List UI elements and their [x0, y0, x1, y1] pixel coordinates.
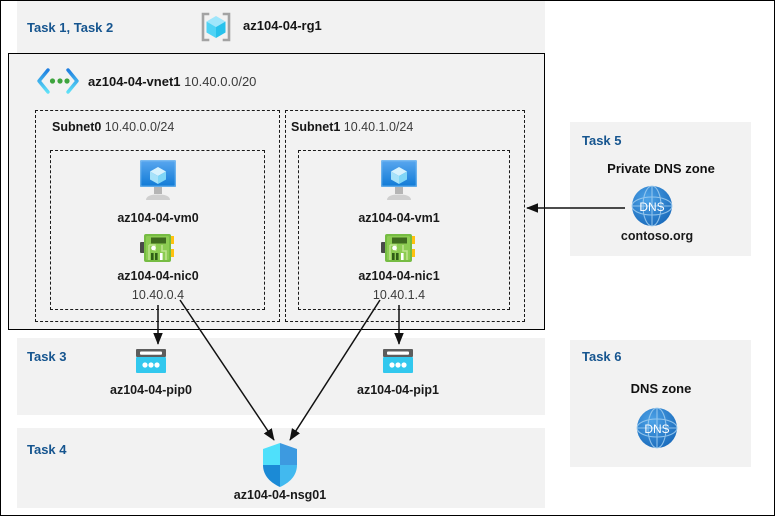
subnet1-title: Subnet1 10.40.1.0/24	[291, 120, 413, 134]
network-interface-icon	[379, 231, 419, 267]
subnet1-vm-container	[298, 150, 510, 310]
dns-zone-heading: DNS zone	[630, 381, 692, 396]
nic1-ip: 10.40.1.4	[372, 288, 426, 302]
virtual-network-panel	[8, 53, 545, 330]
public-ip-panel	[17, 338, 545, 415]
nic0-label: az104-04-nic0	[117, 269, 199, 283]
vnet-title: az104-04-vnet1 10.40.0.0/20	[88, 74, 256, 89]
pip0-label: az104-04-pip0	[110, 383, 192, 397]
nic1-label: az104-04-nic1	[358, 269, 440, 283]
private-dns-heading: Private DNS zone	[607, 161, 715, 176]
task-label-public-ip: Task 3	[27, 349, 67, 364]
virtual-machine-icon	[374, 158, 424, 204]
subnet0-name: Subnet0	[52, 120, 102, 134]
nsg-label: az104-04-nsg01	[233, 488, 327, 502]
subnet1-name: Subnet1	[291, 120, 341, 134]
vm1-label: az104-04-vm1	[358, 211, 440, 225]
dns-icon-text: DNS	[639, 200, 664, 214]
pip1-label: az104-04-pip1	[357, 383, 439, 397]
subnet1-container	[285, 110, 525, 322]
dns-icon-text: DNS	[644, 422, 669, 436]
network-security-group-icon	[259, 441, 301, 489]
dns-zone-icon: DNS	[629, 183, 675, 229]
task-label-private-dns: Task 5	[582, 133, 622, 148]
virtual-network-icon	[35, 68, 81, 94]
nic0-ip: 10.40.0.4	[131, 288, 185, 302]
resource-group-icon	[197, 8, 235, 46]
task-label-rg: Task 1, Task 2	[27, 20, 114, 35]
subnet0-title: Subnet0 10.40.0.0/24	[52, 120, 174, 134]
public-ip-icon	[133, 347, 169, 377]
subnet0-address-prefix: 10.40.0.0/24	[104, 120, 175, 134]
private-dns-name: contoso.org	[620, 229, 694, 243]
resource-group-name-text: az104-04-rg1	[243, 18, 322, 33]
network-interface-icon	[138, 231, 178, 267]
public-ip-icon	[380, 347, 416, 377]
vnet-address-space: 10.40.0.0/20	[184, 74, 257, 89]
subnet1-address-prefix: 10.40.1.0/24	[343, 120, 414, 134]
virtual-machine-icon	[133, 158, 183, 204]
resource-group-panel	[17, 0, 545, 53]
dns-zone-icon: DNS	[634, 405, 680, 451]
task-label-dns-zone: Task 6	[582, 349, 622, 364]
vnet-name: az104-04-vnet1	[88, 74, 181, 89]
vm0-label: az104-04-vm0	[117, 211, 199, 225]
task-label-nsg: Task 4	[27, 442, 67, 457]
resource-group-name: az104-04-rg1	[243, 18, 322, 33]
